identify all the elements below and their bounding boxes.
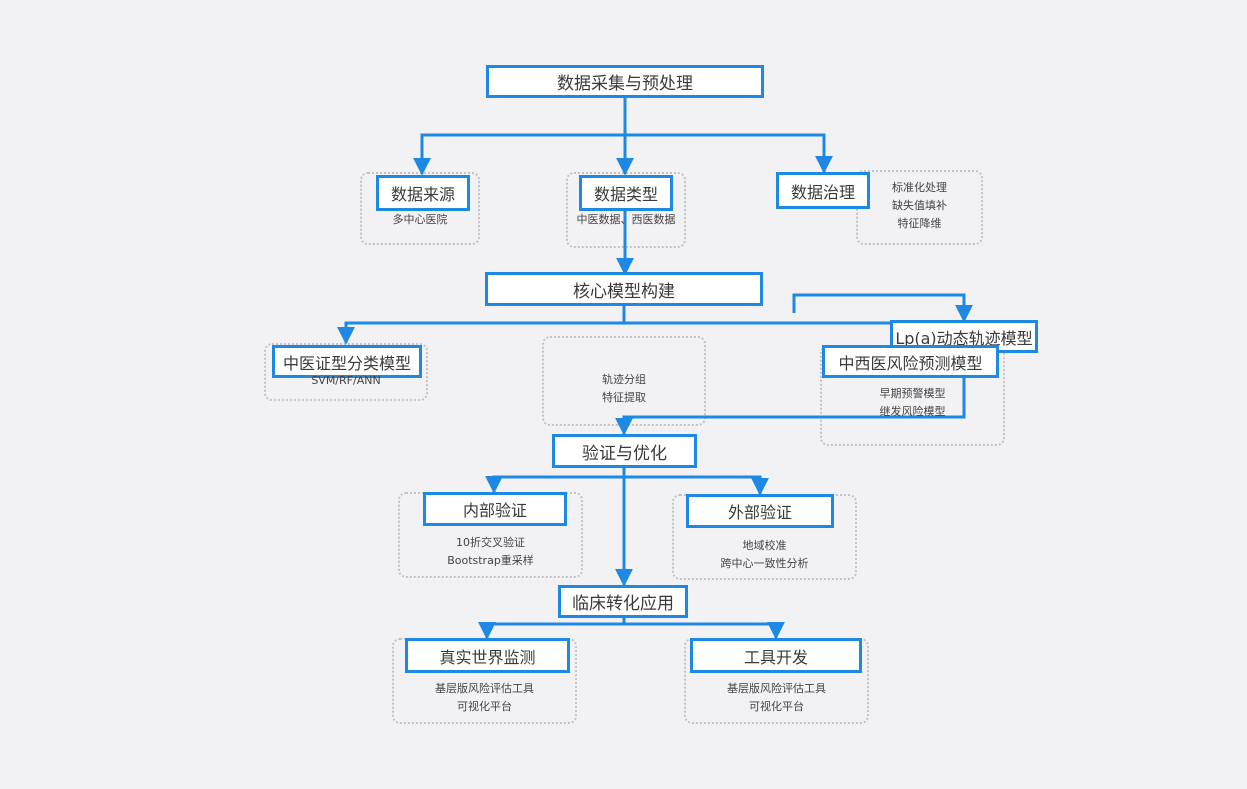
connector-core-to-trajectory — [792, 293, 973, 323]
note-data-type: 中医数据、西医数据 — [566, 211, 686, 229]
connector-clinical-to-rwm — [478, 617, 626, 640]
note-trajectory: 轨迹分组 特征提取 — [542, 371, 706, 407]
node-data-governance: 数据治理 — [776, 172, 870, 209]
node-data-source: 数据来源 — [376, 175, 470, 211]
connector-trajectory-to-validation — [615, 351, 966, 436]
node-tcm-classification: 中医证型分类模型 — [272, 345, 422, 378]
node-external-validation: 外部验证 — [686, 494, 834, 528]
node-data-type: 数据类型 — [579, 175, 673, 211]
note-line: 缺失值填补 — [892, 199, 947, 212]
note-external-validation: 地域校准 跨中心一致性分析 — [672, 537, 857, 573]
note-line: 继发风险模型 — [879, 405, 946, 418]
node-data-collection: 数据采集与预处理 — [486, 65, 764, 98]
node-validation: 验证与优化 — [552, 434, 697, 468]
note-tcm-model: SVM/RF/ANN — [264, 372, 428, 390]
connector-top-to-governance — [625, 133, 833, 174]
connector-clinical-to-tool — [624, 621, 785, 640]
connector-top-to-source — [413, 97, 627, 176]
note-line: Bootstrap重采样 — [447, 554, 534, 567]
note-line: 轨迹分组 — [602, 373, 646, 386]
note-risk-model: 早期预警模型 继发风险模型 — [820, 385, 1005, 421]
node-internal-validation: 内部验证 — [423, 492, 567, 526]
node-clinical-application: 临床转化应用 — [558, 585, 688, 618]
node-real-world-monitoring: 真实世界监测 — [405, 638, 570, 673]
note-line: 标准化处理 — [892, 181, 947, 194]
note-line: 特征提取 — [602, 391, 646, 404]
note-line: 多中心医院 — [392, 213, 448, 226]
node-core-model: 核心模型构建 — [485, 272, 763, 306]
note-line: 地域校准 — [742, 539, 787, 552]
node-risk-prediction: 中西医风险预测模型 — [822, 345, 999, 378]
note-line: 基层版风险评估工具 — [435, 682, 534, 695]
note-line: 中医数据、西医数据 — [576, 213, 676, 226]
note-real-world: 基层版风险评估工具 可视化平台 — [392, 680, 577, 716]
note-internal-validation: 10折交叉验证 Bootstrap重采样 — [398, 534, 583, 570]
note-data-source: 多中心医院 — [360, 211, 480, 229]
connector-validation-to-internal — [485, 467, 626, 494]
note-tool-dev: 基层版风险评估工具 可视化平台 — [684, 680, 869, 716]
connector-core-to-tcm — [337, 305, 626, 345]
node-tool-development: 工具开发 — [690, 638, 862, 673]
note-line: SVM/RF/ANN — [311, 374, 381, 387]
note-line: 可视化平台 — [749, 700, 804, 713]
connector-validation-to-external — [624, 475, 769, 496]
note-line: 基层版风险评估工具 — [727, 682, 826, 695]
note-line: 可视化平台 — [457, 700, 512, 713]
note-line: 10折交叉验证 — [456, 536, 525, 549]
note-data-governance: 标准化处理 缺失值填补 特征降维 — [856, 179, 983, 233]
connector-core-to-risk — [624, 321, 919, 347]
note-line: 特征降维 — [897, 217, 942, 230]
note-line: 跨中心一致性分析 — [720, 557, 809, 570]
note-line: 早期预警模型 — [879, 387, 946, 400]
